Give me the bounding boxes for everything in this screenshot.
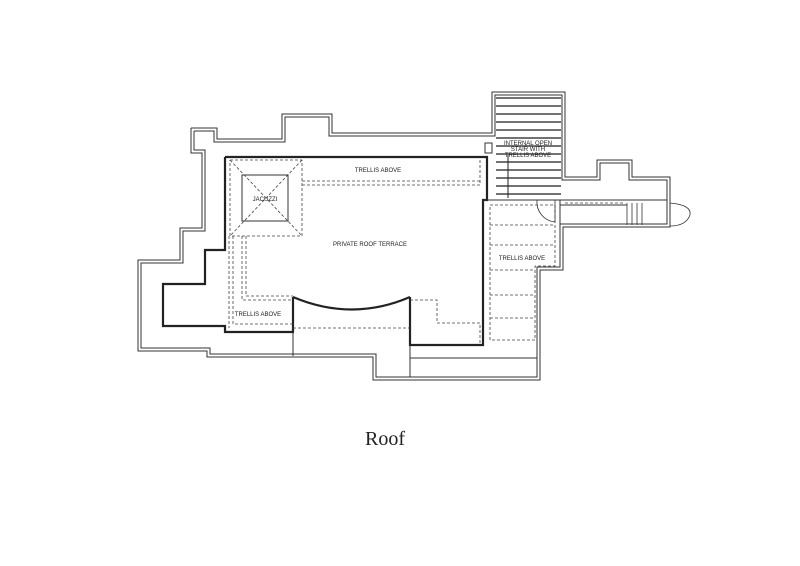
outer-parapet: [137, 91, 671, 381]
label-trellis-left: TRELLIS ABOVE: [235, 312, 281, 318]
entry-steps: [626, 202, 691, 227]
curved-wall: [292, 295, 411, 311]
label-trellis-right: TRELLIS ABOVE: [499, 256, 545, 262]
stair-treads: [496, 97, 561, 195]
label-jacuzzi: JACUZZI: [253, 197, 278, 203]
label-terrace: PRIVATE ROOF TERRACE: [333, 242, 407, 248]
door-swing: [536, 199, 556, 223]
label-stair-1: INTERNAL OPEN: [504, 141, 552, 147]
jacuzzi: [241, 174, 289, 222]
terrace-wall-left: [161, 157, 295, 334]
label-trellis-top: TRELLIS ABOVE: [355, 168, 401, 174]
outer-parapet-inner: [140, 94, 668, 378]
label-stair-2: STAIR WITH: [511, 147, 545, 153]
plan-title: Roof: [365, 428, 405, 450]
label-stair-3: TRELLIS ABOVE: [505, 153, 551, 159]
